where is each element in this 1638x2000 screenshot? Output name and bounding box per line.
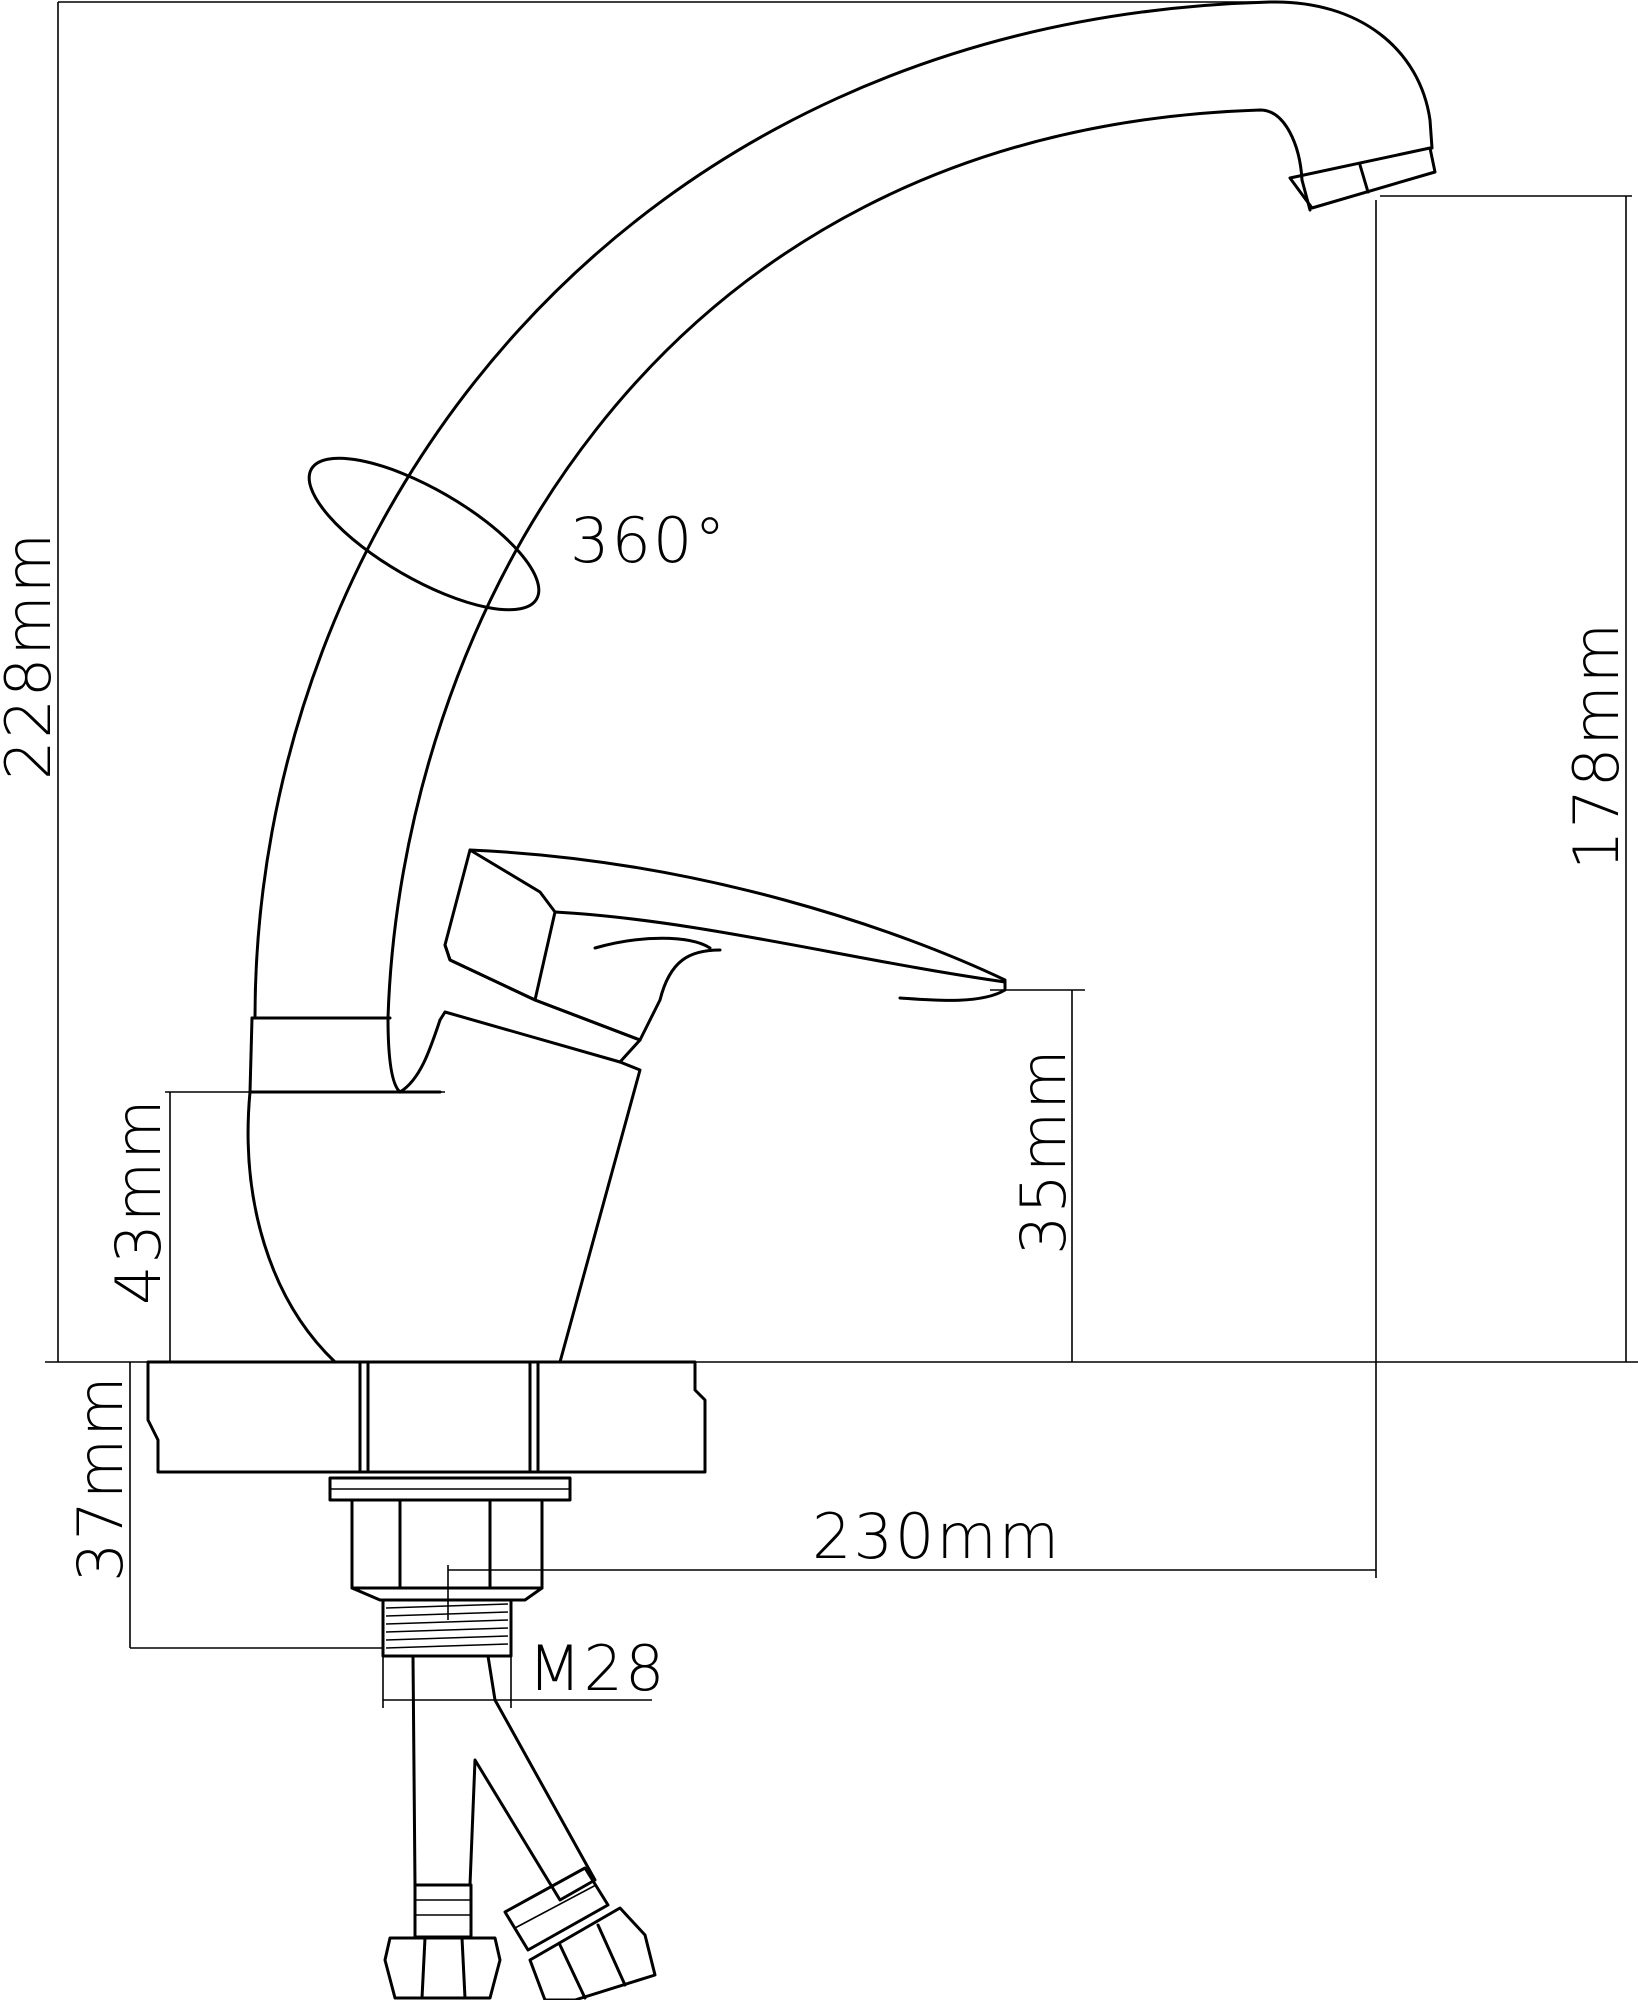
mounting-assembly [328, 1476, 572, 1658]
lever-handle [443, 848, 1007, 1064]
dimension-lines [45, 1, 1638, 1708]
lever-height-label: 35mm [1007, 1047, 1080, 1255]
countertop-section [146, 1360, 707, 1474]
under-counter-depth-label: 37mm [64, 1374, 137, 1582]
supply-hoses [383, 1654, 657, 2000]
rotation-label: 360° [570, 504, 727, 577]
base-height-label: 43mm [102, 1097, 175, 1305]
dimension-labels: 228mm 178mm 35mm 43mm 37mm 230mm M28 [0, 531, 1633, 1705]
rotation-indicator: 360° [307, 456, 727, 612]
faucet-body [246, 0, 1437, 1364]
spout-height-label: 178mm [1560, 621, 1633, 870]
thread-lines [385, 1603, 509, 1649]
spout-reach-label: 230mm [812, 1500, 1061, 1573]
thread-size-label: M28 [528, 1632, 666, 1705]
total-height-label: 228mm [0, 531, 65, 780]
